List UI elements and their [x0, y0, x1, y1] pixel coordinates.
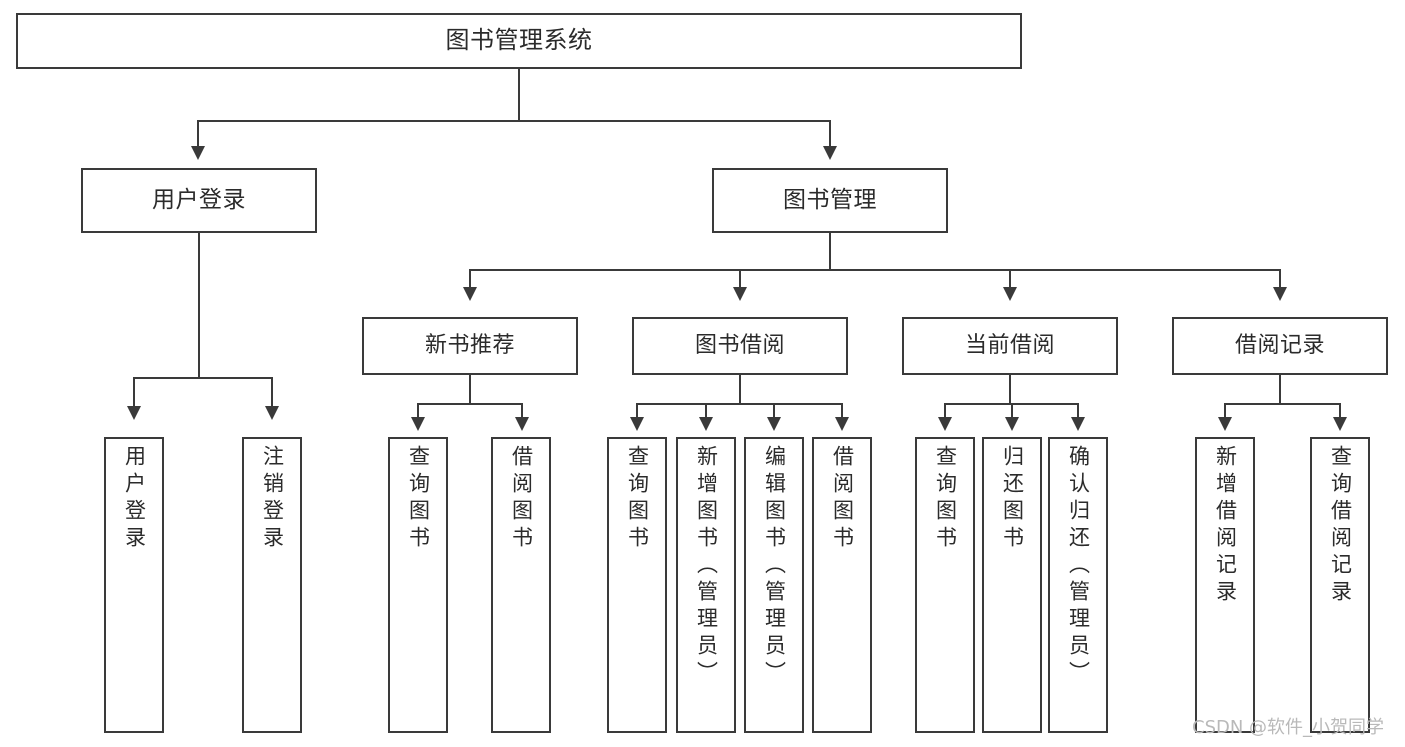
leaf-borrow-book[interactable]: 借阅图书 [812, 437, 872, 733]
leaf-label: 借阅图书 [509, 445, 534, 553]
arrow-to-leaf-add-book [699, 417, 713, 431]
edge-root-to-user-login [197, 120, 199, 148]
leaf-label: 确认归还（管理员） [1066, 445, 1091, 688]
leaf-label: 新增图书（管理员） [694, 445, 719, 688]
edge-bm-to-new-book [469, 269, 471, 289]
edge-user-login-stem [198, 233, 200, 378]
arrow-to-leaf-confirm-return [1071, 417, 1085, 431]
edge-bm-to-book-borrow [739, 269, 741, 289]
leaf-label: 查询图书 [406, 445, 431, 553]
leaf-label: 借阅图书 [830, 445, 855, 553]
edge-user-login-to-leaf-2 [271, 377, 273, 408]
arrow-to-leaf-user-login [127, 406, 141, 420]
arrow-to-leaf-borrow-book-b [835, 417, 849, 431]
edge-nb-to-leaf-1 [417, 403, 419, 419]
arrow-to-leaf-query-book-b [630, 417, 644, 431]
edge-bb-to-leaf-1 [636, 403, 638, 419]
edge-borrow-record-stem [1279, 375, 1281, 404]
edge-br-to-leaf-2 [1339, 403, 1341, 419]
leaf-user-login[interactable]: 用户登录 [104, 437, 164, 733]
edge-root-to-book-management [829, 120, 831, 148]
leaf-logout[interactable]: 注销登录 [242, 437, 302, 733]
node-user-login[interactable]: 用户登录 [81, 168, 317, 233]
edge-book-management-stem [829, 233, 831, 270]
leaf-label: 归还图书 [1000, 445, 1025, 553]
node-root-book-management-system[interactable]: 图书管理系统 [16, 13, 1022, 69]
watermark-text: CSDN @软件_小贺同学 [1192, 717, 1385, 738]
edge-nb-to-leaf-2 [521, 403, 523, 419]
arrow-to-leaf-return-book [1005, 417, 1019, 431]
edge-new-book-bus [417, 403, 522, 405]
arrow-to-leaf-add-borrow-record [1218, 417, 1232, 431]
edge-bm-to-borrow-record [1279, 269, 1281, 289]
arrow-to-leaf-borrow-book-a [515, 417, 529, 431]
leaf-query-book-current[interactable]: 查询图书 [915, 437, 975, 733]
leaf-label: 用户登录 [122, 445, 147, 553]
node-label: 用户登录 [152, 187, 246, 214]
arrow-to-book-borrow [733, 287, 747, 301]
edge-book-borrow-stem [739, 375, 741, 404]
node-label: 借阅记录 [1234, 333, 1325, 359]
edge-user-login-to-leaf-1 [133, 377, 135, 408]
leaf-label: 查询图书 [933, 445, 958, 553]
leaf-label: 编辑图书（管理员） [762, 445, 787, 688]
arrow-to-leaf-query-book-a [411, 417, 425, 431]
leaf-label: 查询借阅记录 [1328, 445, 1353, 607]
edge-br-to-leaf-1 [1224, 403, 1226, 419]
node-new-book-recommend[interactable]: 新书推荐 [362, 317, 578, 375]
edge-root-stem [518, 69, 520, 121]
leaf-edit-book-admin[interactable]: 编辑图书（管理员） [744, 437, 804, 733]
arrow-to-borrow-record [1273, 287, 1287, 301]
csdn-watermark: CSDN @软件_小贺同学 [1192, 713, 1384, 739]
edge-cb-to-leaf-1 [944, 403, 946, 419]
arrow-to-new-book-recommend [463, 287, 477, 301]
arrow-to-book-management [823, 146, 837, 160]
edge-bb-to-leaf-4 [841, 403, 843, 419]
edge-cb-to-leaf-2 [1011, 403, 1013, 419]
leaf-query-book-borrow[interactable]: 查询图书 [607, 437, 667, 733]
leaf-query-borrow-record[interactable]: 查询借阅记录 [1310, 437, 1370, 733]
leaf-borrow-book-new-recommend[interactable]: 借阅图书 [491, 437, 551, 733]
leaf-label: 注销登录 [260, 445, 285, 553]
edge-user-login-bus [133, 377, 272, 379]
edge-cb-to-leaf-3 [1077, 403, 1079, 419]
edge-borrow-record-bus [1224, 403, 1341, 405]
arrow-to-leaf-query-book-c [938, 417, 952, 431]
leaf-label: 新增借阅记录 [1213, 445, 1238, 607]
leaf-add-borrow-record[interactable]: 新增借阅记录 [1195, 437, 1255, 733]
node-book-management[interactable]: 图书管理 [712, 168, 948, 233]
node-label: 图书管理 [783, 187, 877, 214]
node-label: 新书推荐 [424, 333, 515, 359]
edge-bb-to-leaf-3 [773, 403, 775, 419]
arrow-to-user-login [191, 146, 205, 160]
node-current-borrow[interactable]: 当前借阅 [902, 317, 1118, 375]
leaf-label: 查询图书 [625, 445, 650, 553]
edge-root-bus [197, 120, 831, 122]
arrow-to-leaf-edit-book [767, 417, 781, 431]
leaf-add-book-admin[interactable]: 新增图书（管理员） [676, 437, 736, 733]
arrow-to-leaf-query-borrow-record [1333, 417, 1347, 431]
leaf-query-book-new-recommend[interactable]: 查询图书 [388, 437, 448, 733]
edge-book-borrow-bus [636, 403, 843, 405]
edge-new-book-stem [469, 375, 471, 404]
edge-bb-to-leaf-2 [705, 403, 707, 419]
node-book-borrow[interactable]: 图书借阅 [632, 317, 848, 375]
arrow-to-leaf-logout [265, 406, 279, 420]
node-label: 图书借阅 [694, 333, 785, 359]
arrow-to-current-borrow [1003, 287, 1017, 301]
leaf-confirm-return-admin[interactable]: 确认归还（管理员） [1048, 437, 1108, 733]
node-label: 图书管理系统 [445, 26, 593, 55]
node-label: 当前借阅 [964, 333, 1055, 359]
edge-book-management-bus [469, 269, 1281, 271]
node-borrow-record[interactable]: 借阅记录 [1172, 317, 1388, 375]
leaf-return-book[interactable]: 归还图书 [982, 437, 1042, 733]
edge-bm-to-current-borrow [1009, 269, 1011, 289]
edge-current-borrow-stem [1009, 375, 1011, 404]
